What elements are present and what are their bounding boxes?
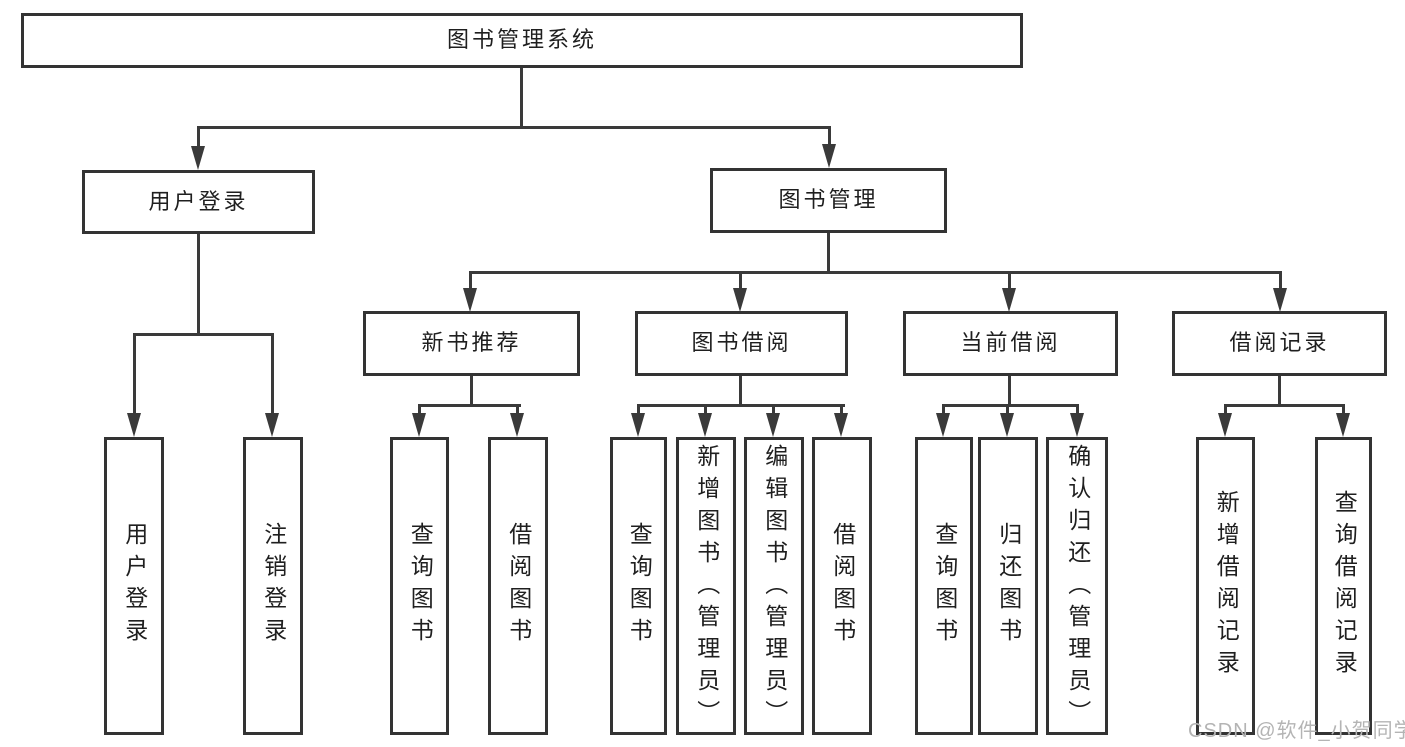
leaf-borrow-books-1: 借阅图书: [488, 437, 548, 735]
node-new-book-recommendation: 新书推荐: [363, 311, 580, 376]
leaf-user-login: 用户登录: [104, 437, 164, 735]
arrow-down-icon: [1336, 413, 1350, 437]
connector-line: [469, 271, 1282, 274]
leaf-edit-books-admin: 编辑图书（管理员）: [744, 437, 804, 735]
arrow-down-icon: [1070, 413, 1084, 437]
leaf-add-books-admin: 新增图书（管理员）: [676, 437, 736, 735]
connector-line: [637, 404, 640, 417]
leaf-query-borrow-record: 查询借阅记录: [1315, 437, 1372, 735]
connector-line: [197, 126, 200, 150]
arrow-down-icon: [1000, 413, 1014, 437]
connector-line: [197, 234, 200, 336]
connector-line: [1224, 404, 1227, 417]
leaf-add-borrow-record: 新增借阅记录: [1196, 437, 1255, 735]
arrow-down-icon: [463, 288, 477, 312]
connector-line: [1279, 271, 1282, 291]
connector-line: [516, 404, 519, 417]
arrow-down-icon: [834, 413, 848, 437]
connector-line: [739, 376, 742, 407]
leaf-confirm-return-admin: 确认归还（管理员）: [1046, 437, 1108, 735]
leaf-logout: 注销登录: [243, 437, 303, 735]
arrow-down-icon: [698, 413, 712, 437]
connector-line: [704, 404, 707, 417]
arrow-down-icon: [631, 413, 645, 437]
connector-line: [1278, 376, 1281, 407]
leaf-query-books-3: 查询图书: [915, 437, 973, 735]
connector-line: [1006, 404, 1009, 417]
connector-line: [739, 271, 742, 291]
arrow-down-icon: [265, 413, 279, 437]
connector-line: [469, 271, 472, 291]
connector-line: [1008, 271, 1011, 291]
connector-line: [637, 404, 845, 407]
connector-line: [827, 233, 830, 273]
connector-line: [840, 404, 843, 417]
arrow-down-icon: [766, 413, 780, 437]
leaf-query-books-1: 查询图书: [390, 437, 449, 735]
csdn-watermark: CSDN @软件_小贺同学: [1188, 720, 1405, 742]
connector-line: [271, 333, 274, 415]
arrow-down-icon: [191, 146, 205, 170]
arrow-down-icon: [1002, 288, 1016, 312]
connector-line: [418, 404, 421, 417]
arrow-down-icon: [510, 413, 524, 437]
connector-line: [470, 376, 473, 407]
connector-line: [1224, 404, 1345, 407]
connector-line: [197, 126, 831, 129]
connector-line: [1342, 404, 1345, 417]
connector-line: [772, 404, 775, 417]
connector-line: [1076, 404, 1079, 417]
node-book-management: 图书管理: [710, 168, 947, 233]
node-user-login: 用户登录: [82, 170, 315, 234]
connector-line: [1008, 376, 1011, 407]
arrow-down-icon: [1273, 288, 1287, 312]
leaf-query-books-2: 查询图书: [610, 437, 667, 735]
connector-line: [418, 404, 521, 407]
connector-line: [520, 68, 523, 127]
arrow-down-icon: [936, 413, 950, 437]
node-book-borrowing: 图书借阅: [635, 311, 848, 376]
arrow-down-icon: [127, 413, 141, 437]
arrow-down-icon: [733, 288, 747, 312]
leaf-return-books: 归还图书: [978, 437, 1038, 735]
leaf-borrow-books-2: 借阅图书: [812, 437, 872, 735]
node-root: 图书管理系统: [21, 13, 1023, 68]
node-borrowing-records: 借阅记录: [1172, 311, 1387, 376]
node-current-borrowing: 当前借阅: [903, 311, 1118, 376]
connector-line: [942, 404, 1079, 407]
connector-line: [942, 404, 945, 417]
arrow-down-icon: [1218, 413, 1232, 437]
arrow-down-icon: [412, 413, 426, 437]
connector-line: [133, 333, 274, 336]
arrow-down-icon: [822, 144, 836, 168]
connector-line: [828, 126, 831, 148]
connector-line: [133, 333, 136, 415]
